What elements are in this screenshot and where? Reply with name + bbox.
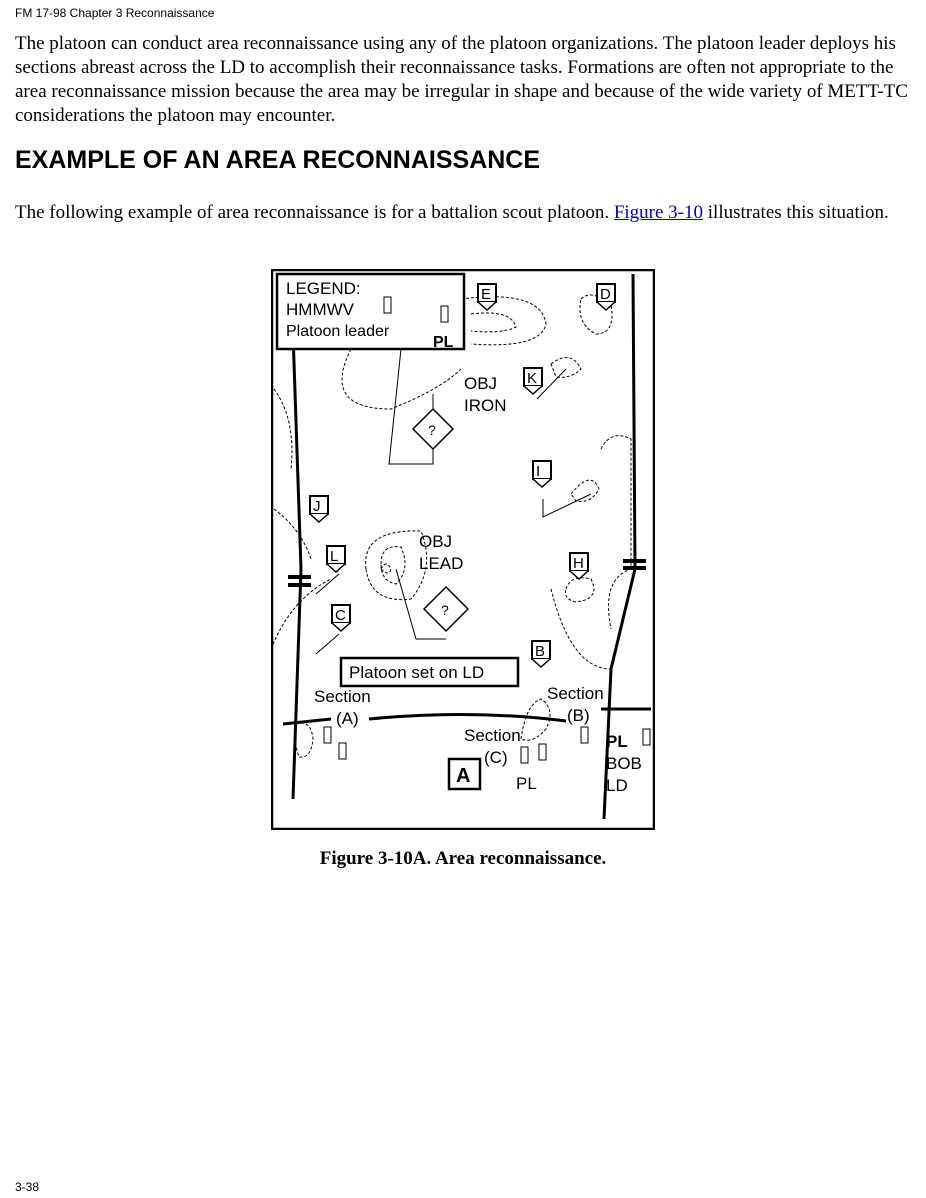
checkpoint-c: C	[331, 604, 351, 633]
checkpoint-label: E	[481, 286, 491, 303]
checkpoint-label: D	[600, 286, 611, 303]
checkpoint-label: K	[527, 370, 537, 387]
checkpoint-i: I	[532, 460, 552, 489]
figure-link[interactable]: Figure 3-10	[613, 202, 704, 223]
text: illustrates this situation.	[703, 202, 889, 223]
phase-line-label: PL	[606, 732, 628, 751]
running-header: FM 17-98 Chapter 3 Reconnaissance	[15, 6, 215, 20]
phase-line-label: BOB	[606, 754, 642, 773]
checkpoint-markers: E D K I J L H C B	[309, 283, 616, 669]
hmmwv-icon	[440, 305, 449, 323]
checkpoint-j: J	[309, 495, 329, 524]
obj-iron-label: OBJ	[464, 374, 497, 393]
legend-box: LEGEND: HMMWV Platoon leader PL	[275, 272, 466, 351]
checkpoint-label: I	[536, 463, 540, 480]
leader-lines	[315, 348, 592, 655]
section-c-label: (C)	[484, 748, 508, 767]
figure-caption: Figure 3-10A. Area reconnaissance.	[319, 848, 607, 869]
checkpoint-k: K	[523, 367, 543, 396]
phase-line-label: LD	[606, 776, 628, 795]
hmmwv-icon	[383, 296, 392, 314]
legend-platoon-leader: Platoon leader	[286, 323, 390, 340]
platoon-set-label: Platoon set on LD	[349, 663, 484, 682]
checkpoint-label: L	[330, 548, 338, 565]
unit-label: A	[456, 765, 470, 787]
unknown-diamond: ?	[411, 407, 455, 451]
unit-a-box: A	[447, 757, 482, 791]
legend-pl-tag: PL	[433, 334, 454, 351]
intro-paragraph: The platoon can conduct area reconnaissa…	[15, 33, 908, 126]
checkpoint-l: L	[326, 545, 346, 574]
hmmwv-icons	[323, 726, 651, 764]
obj-iron-label: IRON	[464, 396, 507, 415]
unknown-label: ?	[441, 602, 449, 618]
checkpoint-label: J	[313, 498, 321, 515]
section-heading: EXAMPLE OF AN AREA RECONNAISSANCE	[15, 146, 541, 174]
checkpoint-label: H	[573, 555, 584, 572]
pl-tag: PL	[516, 774, 537, 793]
boundary-lines	[282, 273, 651, 820]
section-a-label: (A)	[336, 709, 359, 728]
section-a-label: Section	[314, 687, 371, 706]
checkpoint-d: D	[596, 283, 616, 312]
legend-title: LEGEND:	[286, 279, 361, 298]
example-paragraph: The following example of area reconnaiss…	[15, 201, 915, 225]
section-c-label: Section	[464, 726, 521, 745]
section-b-label: Section	[547, 684, 604, 703]
checkpoint-e: E	[477, 283, 497, 312]
obj-lead-label: OBJ	[419, 532, 452, 551]
legend-hmmwv: HMMWV	[286, 300, 355, 319]
page-number: 3-38	[15, 1180, 40, 1194]
obj-lead-label: LEAD	[419, 554, 463, 573]
checkpoint-label: B	[535, 643, 545, 660]
unknown-diamond: ?	[422, 585, 470, 633]
checkpoint-h: H	[569, 552, 589, 581]
unknown-label: ?	[428, 422, 436, 438]
checkpoint-label: C	[335, 607, 346, 624]
platoon-set-box: Platoon set on LD	[339, 656, 520, 688]
section-b-label: (B)	[567, 706, 590, 725]
checkpoint-b: B	[531, 640, 551, 669]
crossing-marks	[288, 559, 646, 587]
text: The following example of area reconnaiss…	[15, 202, 614, 223]
area-recon-figure: LEGEND: HMMWV Platoon leader PL E D K I J L H C…	[271, 269, 655, 830]
